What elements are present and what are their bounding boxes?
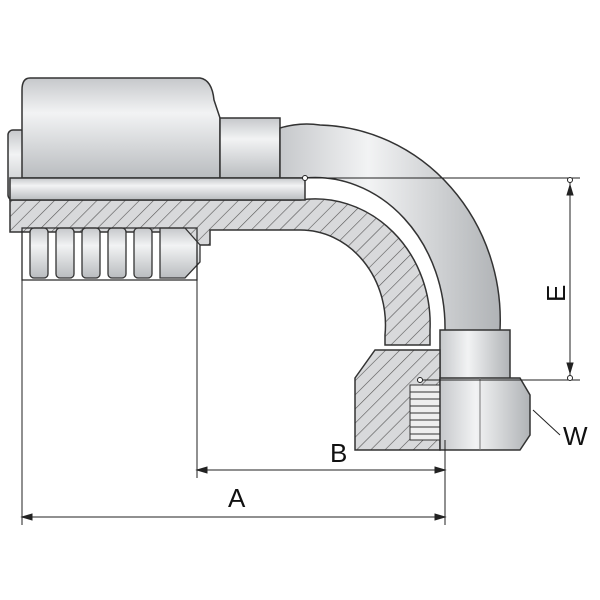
dimension-lines xyxy=(20,175,580,525)
nipple-barbs xyxy=(29,227,201,279)
barb xyxy=(29,227,49,279)
barb xyxy=(107,227,127,279)
reference-point xyxy=(567,177,573,183)
dimension-a-arrows xyxy=(20,513,447,521)
dimension-e-arrows xyxy=(566,183,574,375)
dimension-a-label: A xyxy=(228,483,246,513)
ferrule-neck xyxy=(219,117,281,179)
barb xyxy=(81,227,101,279)
reference-point xyxy=(302,175,308,181)
barb xyxy=(133,227,153,279)
dimension-e-label: E xyxy=(541,285,571,302)
swivel-collar xyxy=(439,329,511,381)
dimension-w-label: W xyxy=(563,421,588,451)
elbow-tube xyxy=(279,123,501,346)
dimension-b-label: B xyxy=(330,438,347,468)
reference-point xyxy=(417,377,423,383)
hex-nut xyxy=(439,377,531,451)
dimension-b-arrows xyxy=(195,466,447,474)
barb xyxy=(55,227,75,279)
reference-point xyxy=(567,375,573,381)
ferrule xyxy=(21,77,221,179)
nut-thread xyxy=(409,384,446,441)
bore-line xyxy=(9,177,306,201)
dimension-w-leader xyxy=(532,409,561,436)
sectioned-body xyxy=(9,198,431,346)
